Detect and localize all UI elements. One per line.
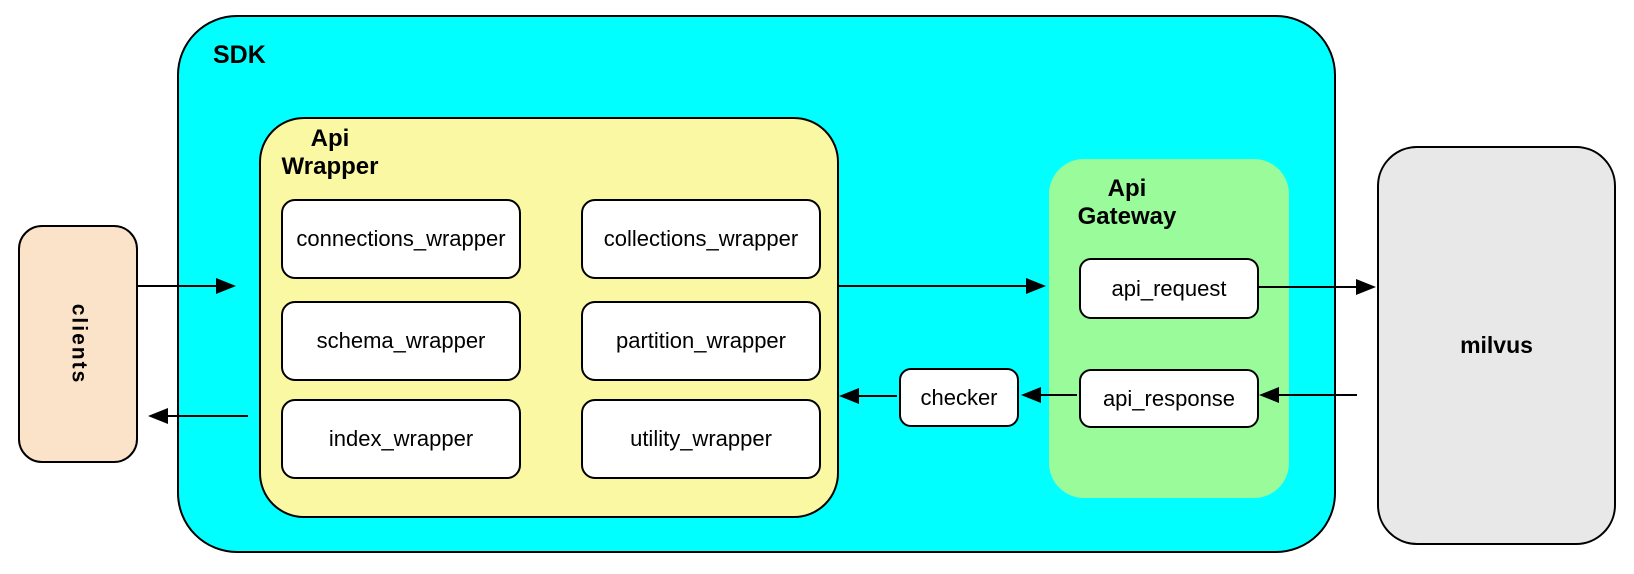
- api-response-box: api_response: [1079, 369, 1259, 428]
- module-schema-wrapper: schema_wrapper: [281, 301, 521, 381]
- api-gateway-label: Api Gateway: [1049, 175, 1205, 231]
- module-collections-wrapper: collections_wrapper: [581, 199, 821, 279]
- clients-label: clients: [67, 303, 90, 385]
- api-gateway-container: Api Gateway api_request api_response: [1049, 159, 1289, 498]
- api-wrapper-label-line2: Wrapper: [281, 153, 379, 180]
- api-wrapper-label: Api Wrapper: [269, 125, 391, 181]
- module-label: schema_wrapper: [316, 328, 486, 353]
- milvus-box: milvus: [1377, 146, 1616, 545]
- module-label: collections_wrapper: [603, 226, 799, 251]
- module-connections-wrapper: connections_wrapper: [281, 199, 521, 279]
- checker-box: checker: [899, 368, 1019, 427]
- api-gateway-label-line2: Gateway: [1077, 203, 1177, 230]
- api-wrapper-label-line1: Api: [310, 125, 350, 152]
- clients-box: clients: [18, 225, 138, 463]
- api-request-label: api_request: [1111, 275, 1227, 301]
- sdk-container: SDK Api Wrapper connections_wrapper coll…: [177, 15, 1336, 553]
- module-label: partition_wrapper: [616, 328, 786, 353]
- api-response-label: api_response: [1102, 385, 1236, 411]
- api-wrapper-container: Api Wrapper connections_wrapper collecti…: [259, 117, 839, 518]
- module-utility-wrapper: utility_wrapper: [581, 399, 821, 479]
- module-label: index_wrapper: [328, 426, 474, 451]
- api-request-box: api_request: [1079, 258, 1259, 319]
- module-label: utility_wrapper: [630, 426, 772, 451]
- sdk-label: SDK: [213, 41, 266, 69]
- api-gateway-label-line1: Api: [1107, 175, 1147, 202]
- module-index-wrapper: index_wrapper: [281, 399, 521, 479]
- module-label: connections_wrapper: [296, 226, 506, 251]
- milvus-label: milvus: [1460, 332, 1533, 358]
- module-partition-wrapper: partition_wrapper: [581, 301, 821, 381]
- checker-label: checker: [920, 384, 998, 410]
